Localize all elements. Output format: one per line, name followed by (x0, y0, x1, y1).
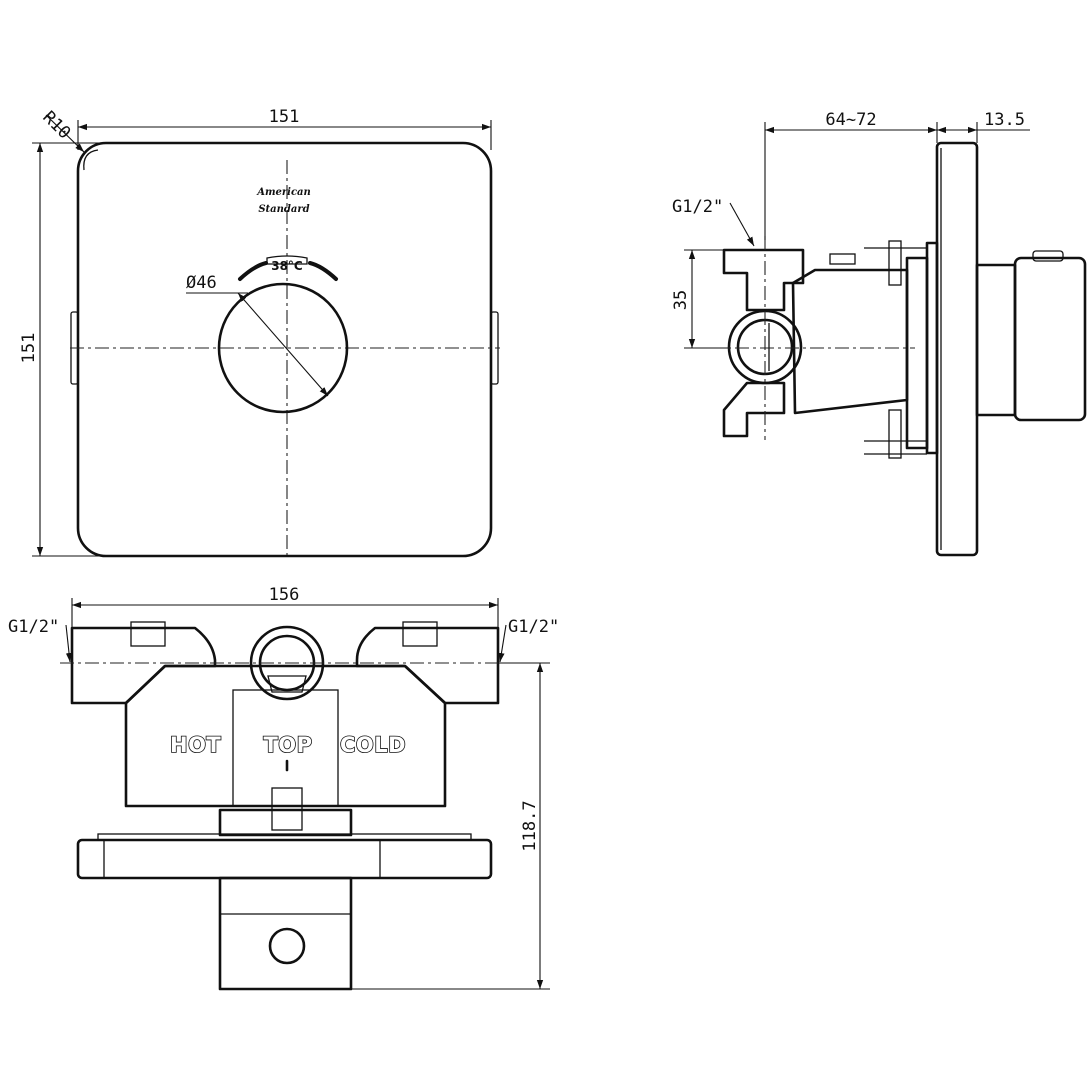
temperature-mark: 38°C (271, 259, 303, 273)
thread-label: G1/2" (672, 197, 723, 217)
top-cover-plate-inner (103, 839, 381, 879)
side-housing (905, 256, 929, 450)
top-label: TOP (263, 733, 312, 757)
side-inlet-bracket-lower (722, 381, 786, 438)
thread-left-leader (65, 624, 73, 663)
side-view: 64~72 13.5 35 G1/2" (671, 110, 1087, 557)
plate-dim-label: 13.5 (984, 110, 1025, 130)
thread-right-label: G1/2" (508, 617, 559, 637)
top-right-nut (402, 621, 438, 647)
hot-label: HOT (170, 733, 221, 757)
top-depth-dim-label: 118.7 (520, 800, 540, 851)
top-outlet-slot (267, 675, 307, 693)
brand-line-1: American (256, 187, 311, 198)
top-view: HOT TOP COLD 156 118.7 G1/2" G1/2" (8, 585, 559, 991)
top-knob-body (218, 876, 353, 991)
knob-indicator (266, 255, 308, 265)
top-width-dim-label: 156 (269, 585, 300, 605)
thread-right-leader (498, 624, 507, 663)
top-valve-body (124, 664, 447, 808)
front-view: American Standard 38°C R10 Ø46 151 151 (19, 107, 500, 558)
side-inlet-bracket (722, 248, 805, 312)
diameter-dim-label: Ø46 (186, 273, 217, 293)
temperature-arc: 38°C (238, 259, 338, 281)
top-cartridge-neck (218, 808, 353, 837)
brand-line-2: Standard (258, 204, 309, 215)
diameter-line (237, 292, 329, 397)
side-valve-body (791, 268, 909, 415)
side-knob (975, 250, 1087, 422)
thread-leader (729, 202, 755, 247)
offset-dim-label: 35 (671, 290, 691, 310)
cover-plate-inner-edge (83, 149, 99, 171)
top-cover-plate (76, 838, 493, 880)
control-knob (217, 282, 349, 414)
height-dim-label: 151 (19, 333, 39, 364)
depth-dim-label: 64~72 (825, 110, 876, 130)
top-left-nut (130, 621, 166, 647)
thread-left-label: G1/2" (8, 617, 59, 637)
side-mounting-flange (925, 241, 939, 455)
side-cover-plate (935, 141, 979, 557)
cold-label: COLD (340, 733, 406, 757)
side-cartridge-pin (829, 253, 856, 265)
width-dim-label: 151 (269, 107, 300, 127)
brand-logo: American Standard (256, 187, 311, 215)
side-mounting-screws (864, 240, 927, 459)
top-knob-button (268, 927, 306, 965)
